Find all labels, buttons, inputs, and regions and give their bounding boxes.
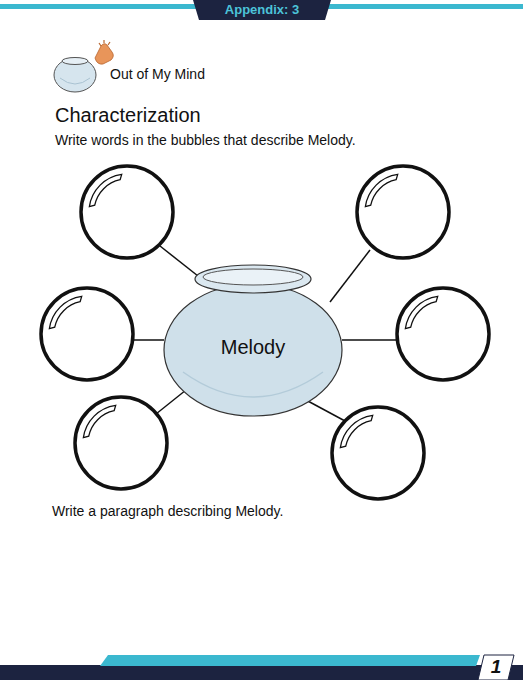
leader-line [306, 400, 345, 421]
answer-bubble [41, 288, 133, 380]
instruction-text: Write words in the bubbles that describe… [55, 132, 356, 148]
leader-line [330, 250, 370, 302]
fishbowl-icon [54, 58, 96, 93]
answer-bubble [397, 288, 489, 380]
book-title: Out of My Mind [110, 66, 205, 82]
leader-line [156, 390, 186, 414]
answer-bubble [81, 166, 173, 258]
worksheet-title: Characterization [55, 104, 201, 127]
footer-band [0, 665, 523, 680]
hand-icon [95, 40, 113, 64]
answer-bubble [357, 166, 449, 258]
answer-bubble [332, 407, 424, 499]
leader-line [160, 246, 198, 276]
bubble-group [41, 166, 489, 499]
leader-line [133, 339, 164, 341]
footer-accent [100, 655, 480, 666]
instruction-text: Write a paragraph describing Melody. [52, 503, 283, 519]
node-text: 1 [478, 656, 514, 678]
appendix-banner: Appendix: 3 [193, 0, 331, 20]
node-text: Appendix: 3 [193, 2, 331, 17]
fishbowl-node: Melody [163, 262, 343, 418]
node-text: Melody [163, 336, 343, 359]
leader-line [342, 339, 397, 341]
answer-bubble [75, 397, 167, 489]
page-number-box: 1 [478, 655, 514, 680]
